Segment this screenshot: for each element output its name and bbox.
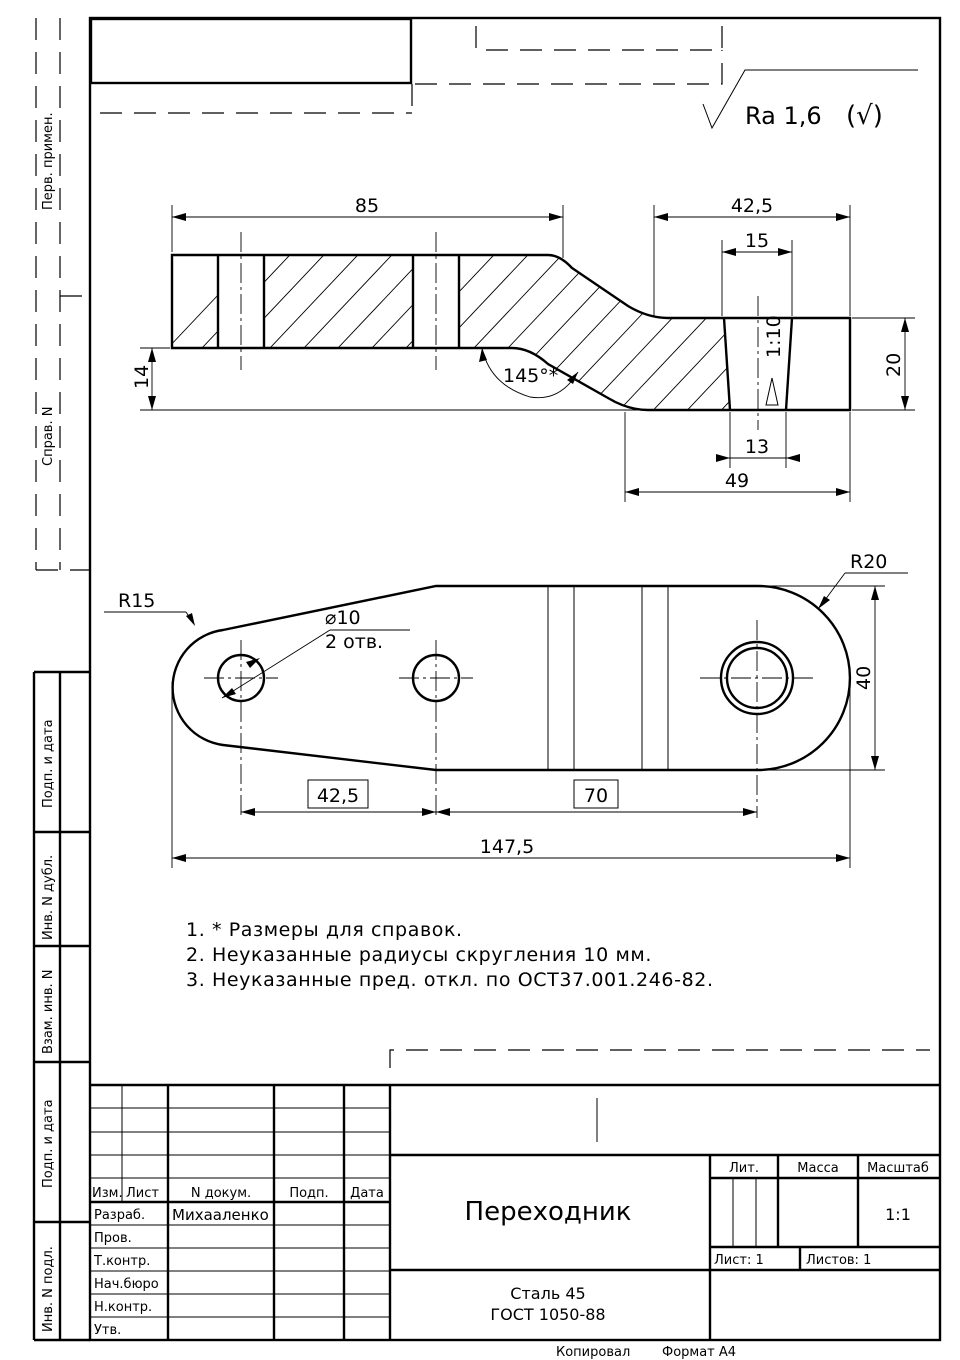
tb-sheet: Лист: 1 (714, 1253, 764, 1268)
dim-42-5-top: 42,5 (731, 195, 773, 217)
dim-145: 145°* (503, 365, 558, 387)
hatch-line (950, 240, 960, 420)
tb-header-podp: Подп. (289, 1186, 328, 1201)
tb-lit: Лит. (729, 1161, 759, 1176)
side-label-perv-primen: Перв. примен. (41, 112, 56, 210)
tb-scale-value: 1:1 (885, 1205, 911, 1224)
dim-49: 49 (725, 470, 749, 492)
tb-material-1: Сталь 45 (510, 1284, 585, 1303)
hatch-line (780, 240, 950, 420)
dim-70-boxed: 70 (584, 785, 608, 807)
dim-20: 20 (883, 353, 905, 377)
side-label-sprav-n: Справ. N (41, 407, 56, 466)
side-label-podp-data-2: Подп. и дата (41, 1099, 56, 1188)
tb-role-tkontr: Т.контр. (93, 1254, 150, 1269)
dim-hole-count: 2 отв. (325, 631, 383, 653)
tb-role-nachburo: Нач.бюро (94, 1277, 159, 1292)
tb-sheets: Листов: 1 (806, 1253, 871, 1268)
hatch-line (677, 255, 730, 410)
footer: Копировал Формат А4 (556, 1345, 736, 1360)
dim-40: 40 (853, 666, 875, 690)
side-label-inv-podl: Инв. N подл. (41, 1246, 56, 1332)
dim-14: 14 (131, 365, 153, 389)
hatch-line (916, 240, 960, 420)
dim-15: 15 (745, 230, 769, 252)
roughness-general: (√) (846, 101, 883, 131)
dim-85: 85 (355, 195, 379, 217)
title-block: Изм. Лист N докум. Подп. Дата Разраб. Пр… (90, 1083, 940, 1340)
footer-format: Формат А4 (662, 1345, 736, 1360)
roughness-value: Ra 1,6 (745, 102, 822, 130)
tb-header-doc: N докум. (191, 1186, 251, 1201)
hatch-line (609, 255, 730, 410)
note-2: 2. Неуказанные радиусы скругления 10 мм. (186, 944, 652, 966)
side-labels: Перв. примен. Справ. N Подп. и дата Инв.… (41, 112, 56, 1332)
side-label-vzam-inv: Взам. инв. N (41, 970, 56, 1054)
top-left-box (89, 17, 413, 85)
dim-dia-10: ⌀10 (325, 607, 361, 629)
dim-r15: R15 (118, 590, 155, 612)
tb-material-2: ГОСТ 1050-88 (490, 1305, 605, 1324)
plan-view (171, 584, 852, 818)
tb-header-list: Лист (126, 1186, 159, 1201)
tb-developer-name: Михааленко (172, 1206, 269, 1224)
tb-part-name: Переходник (465, 1197, 632, 1227)
section-dimensions: 85 42,5 15 13 49 14 (131, 195, 915, 502)
taper-label: 1:10 (763, 315, 785, 358)
plan-dimensions: R15 R20 ⌀10 2 отв. 40 42,5 70 (104, 551, 908, 868)
dim-42-5-boxed: 42,5 (317, 785, 359, 807)
tb-role-utv: Утв. (94, 1323, 121, 1338)
roughness-symbol: Ra 1,6 (√) (702, 69, 918, 131)
tb-header-data: Дата (350, 1186, 384, 1201)
hatch-line (882, 240, 960, 420)
tb-header-izm: Изм. (92, 1186, 123, 1201)
tb-role-prov: Пров. (94, 1231, 132, 1246)
tb-role-razrab: Разраб. (94, 1208, 145, 1223)
technical-notes: 1. * Размеры для справок. 2. Неуказанные… (186, 919, 714, 991)
dim-r20: R20 (850, 551, 887, 573)
footer-copied: Копировал (556, 1345, 630, 1360)
dim-13: 13 (745, 436, 769, 458)
hatch-line (814, 240, 960, 420)
hatch-line (439, 255, 611, 410)
hatch-line (507, 255, 679, 410)
section-view: 1:10 (170, 232, 960, 430)
tb-massa: Масса (797, 1161, 838, 1176)
side-label-inv-dubl: Инв. N дубл. (41, 855, 56, 940)
tb-masshtab: Масштаб (867, 1161, 929, 1176)
dim-147-5: 147,5 (480, 836, 534, 858)
tb-role-nkontr: Н.контр. (94, 1300, 152, 1315)
hatch-line (473, 255, 645, 410)
side-label-podp-data-1: Подп. и дата (41, 719, 56, 808)
hatch-line (541, 255, 713, 410)
note-1: 1. * Размеры для справок. (186, 919, 463, 941)
sheet-frame (32, 16, 942, 1342)
note-3: 3. Неуказанные пред. откл. по ОСТ37.001.… (186, 969, 714, 991)
